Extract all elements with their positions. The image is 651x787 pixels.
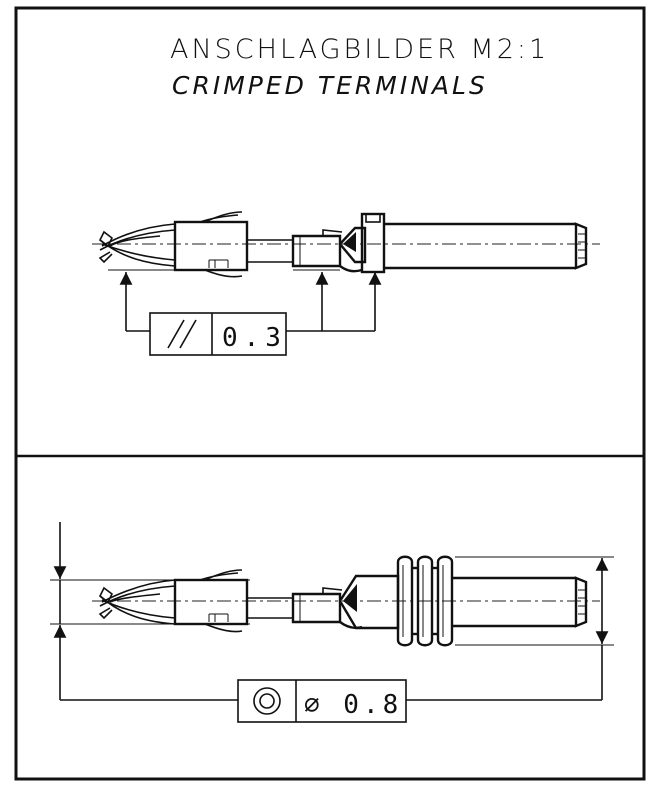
- top-wire-strands: [98, 223, 176, 267]
- concentricity-icon: [253, 687, 281, 715]
- bottom-tolerance-value: ∅ 0.8: [304, 690, 402, 720]
- title-line-1: ANSCHLAGBILDER M2:1: [170, 34, 549, 65]
- title-line-2: CRIMPED TERMINALS: [172, 71, 488, 100]
- top-terminal-view: 0.3: [92, 211, 600, 356]
- top-neck: [247, 239, 293, 263]
- top-contact-pin: [384, 222, 588, 270]
- top-feature-control-frame: 0.3: [149, 312, 287, 356]
- top-insulation-crimp: [173, 211, 249, 278]
- bottom-seal-ribs: [396, 555, 454, 647]
- top-tolerance-value: 0.3: [222, 323, 287, 353]
- bottom-insulation-crimp: [173, 569, 249, 633]
- bottom-neck: [247, 597, 293, 619]
- top-conductor-crimp: [291, 229, 363, 273]
- top-leader-lines: [119, 272, 382, 332]
- drawing-frame: [14, 6, 646, 781]
- bottom-wire-strands: [98, 579, 176, 625]
- top-contact-shoulder: [338, 212, 386, 274]
- bottom-terminal-view: ∅ 0.8: [50, 522, 614, 723]
- bottom-contact-shoulder: [338, 574, 400, 630]
- bottom-contact-pin: [452, 576, 588, 628]
- parallelism-icon: [167, 319, 197, 349]
- bottom-feature-control-frame: ∅ 0.8: [237, 679, 407, 723]
